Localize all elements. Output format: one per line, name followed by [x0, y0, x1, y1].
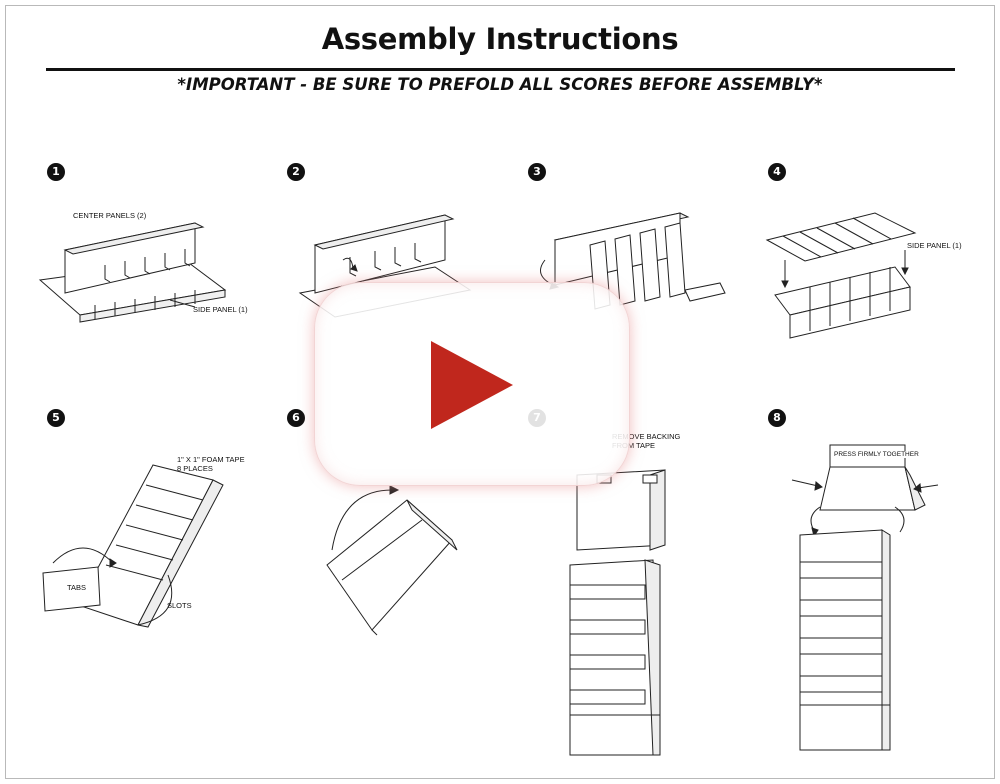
label-center-panels: CENTER PANELS (2): [73, 211, 147, 220]
video-play-button[interactable]: [314, 282, 630, 486]
step-8-number: 8: [768, 409, 786, 427]
title-divider: [46, 68, 955, 71]
step-4-number: 4: [768, 163, 786, 181]
label-remove-backing: REMOVE BACKING: [612, 432, 681, 441]
label-eight-places: 8 PLACES: [177, 464, 213, 473]
label-tabs: TABS: [67, 583, 87, 592]
label-foam-tape: 1" X 1" FOAM TAPE: [177, 455, 245, 464]
page-frame: [5, 5, 995, 779]
play-button-icon[interactable]: [431, 341, 513, 429]
label-side-panel: SIDE PANEL (1): [193, 305, 248, 314]
step-3-number: 3: [528, 163, 546, 181]
step-2-number: 2: [287, 163, 305, 181]
label-press-firmly: PRESS FIRMLY TOGETHER: [833, 451, 920, 458]
label-slots: SLOTS: [167, 601, 192, 610]
step-4-drawing: [765, 205, 945, 345]
page-title: Assembly Instructions: [321, 22, 679, 56]
step-6-drawing: [312, 480, 462, 640]
step-1-number: 1: [47, 163, 65, 181]
step-5-drawing: [38, 455, 238, 635]
label-from-tape: FROM TAPE: [612, 441, 656, 450]
step-3-drawing: [530, 205, 730, 325]
step-1-drawing: [35, 205, 265, 325]
step-7-drawing: [565, 455, 675, 760]
label-side-panel-step4: SIDE PANEL (1): [907, 241, 962, 250]
step-8-drawing: [790, 440, 940, 755]
step-5-number: 5: [47, 409, 65, 427]
important-notice: *IMPORTANT - BE SURE TO PREFOLD ALL SCOR…: [177, 75, 823, 94]
step-6-number: 6: [287, 409, 305, 427]
